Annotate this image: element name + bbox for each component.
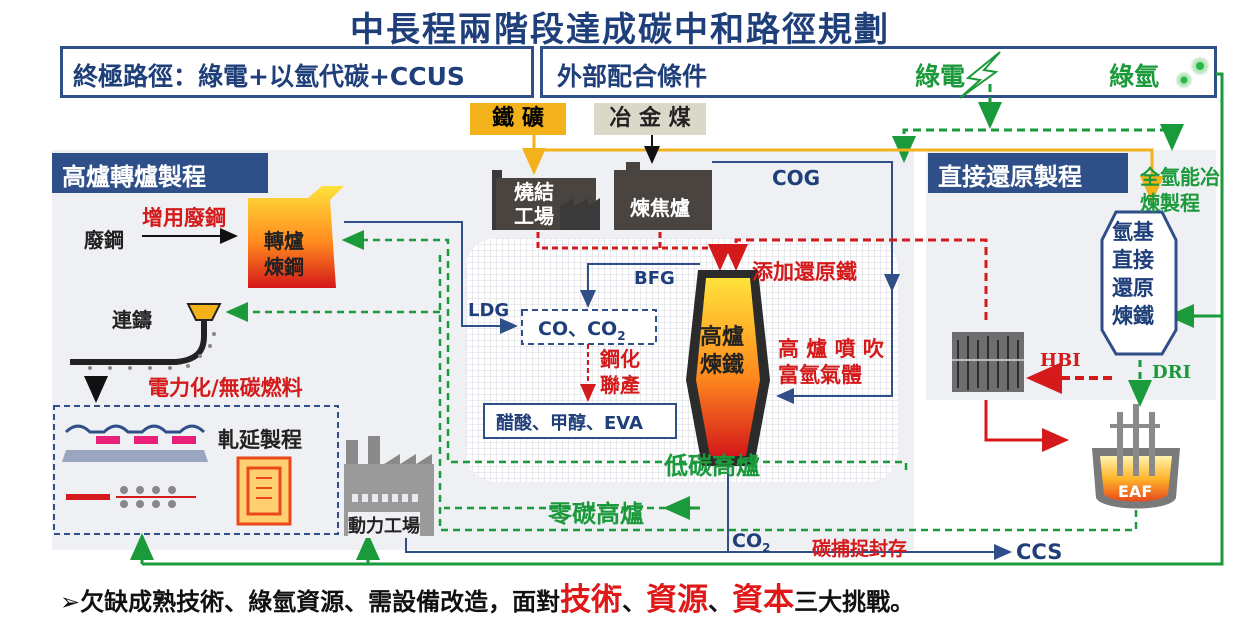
bf-section-title: 高爐轉爐製程 <box>52 153 268 193</box>
furnace-icon <box>236 456 292 526</box>
converter-label: 轉爐 煉鋼 <box>264 229 304 279</box>
eaf-label: EAF <box>1118 482 1153 501</box>
dri-label: DRI <box>1152 362 1191 383</box>
page-title: 中長程兩階段達成碳中和路徑規劃 <box>350 10 890 50</box>
scrap-usage-label: 增用廢鋼 <box>142 206 226 230</box>
ultimate-path-label: 終極路徑：綠電+以氫代碳+CCUS <box>73 62 465 91</box>
ccs-process-label: 碳捕捉封存 <box>812 538 908 560</box>
cog-label: COG <box>772 166 821 190</box>
converter-icon <box>248 186 344 288</box>
h2-shaft-furnace-icon <box>1100 210 1178 356</box>
low-carbon-bf-label: 低碳高爐 <box>664 452 760 480</box>
scrap-label: 廢鋼 <box>84 228 124 252</box>
h2-dr-label: 氫基 直接 還原 煉鐵 <box>1112 220 1154 328</box>
sinter-label: 燒結 工場 <box>514 180 554 228</box>
casting-label: 連鑄 <box>112 308 152 332</box>
external-conditions-box: 外部配合條件 綠電 綠氫 <box>540 46 1217 98</box>
rolling-mill-icon <box>62 424 208 508</box>
eaf-icon <box>1092 404 1180 509</box>
coke-oven-label: 煉焦爐 <box>630 196 690 220</box>
hbi-label: HBI <box>1040 350 1081 371</box>
steel-chem-label: 鋼化 聯產 <box>600 347 640 397</box>
dr-section-title: 直接還原製程 <box>928 153 1128 193</box>
caster-icon <box>70 303 222 370</box>
ccs-label: CCS <box>1016 540 1063 564</box>
green-power-label: 綠電 <box>915 62 966 91</box>
external-conditions-label: 外部配合條件 <box>557 62 708 91</box>
bf-injection-label: 高 爐 噴 吹 富氫氣體 <box>778 337 884 387</box>
hbi-icon <box>952 332 1024 392</box>
lightning-icon <box>959 51 1001 99</box>
power-plant-label: 動力工場 <box>348 512 420 538</box>
zero-carbon-bf-label: 零碳高爐 <box>548 500 644 528</box>
iron-ore-input: 鐵 礦 <box>470 103 566 135</box>
sinter-plant-icon <box>492 170 600 230</box>
co-co2-label: CO、CO2 <box>538 318 626 343</box>
bf-label: 高爐 煉鐵 <box>700 325 745 378</box>
hydrogen-icon <box>1175 56 1210 89</box>
full-h2-label: 全氫能冶 煉製程 <box>1140 165 1220 215</box>
coal-input: 冶 金 煤 <box>594 103 706 135</box>
electrify-label: 電力化/無碳燃料 <box>148 376 303 400</box>
ldg-label: LDG <box>468 300 510 321</box>
co2-label: CO2 <box>732 530 771 555</box>
ultimate-path-box: 終極路徑：綠電+以氫代碳+CCUS <box>60 46 534 98</box>
green-hydrogen-label: 綠氫 <box>1109 62 1160 91</box>
challenges-statement: ➢欠缺成熟技術、綠氫資源、需設備改造，面對技術、資源、資本三大挑戰。 <box>60 582 915 618</box>
bfg-label: BFG <box>634 268 675 289</box>
coke-oven-icon <box>614 162 712 230</box>
chemicals-label: 醋酸、甲醇、EVA <box>496 413 643 434</box>
add-reduced-iron-label: 添加還原鐵 <box>752 260 857 284</box>
blast-furnace-icon <box>686 270 770 466</box>
rolling-label: 軋延製程 <box>218 428 302 452</box>
